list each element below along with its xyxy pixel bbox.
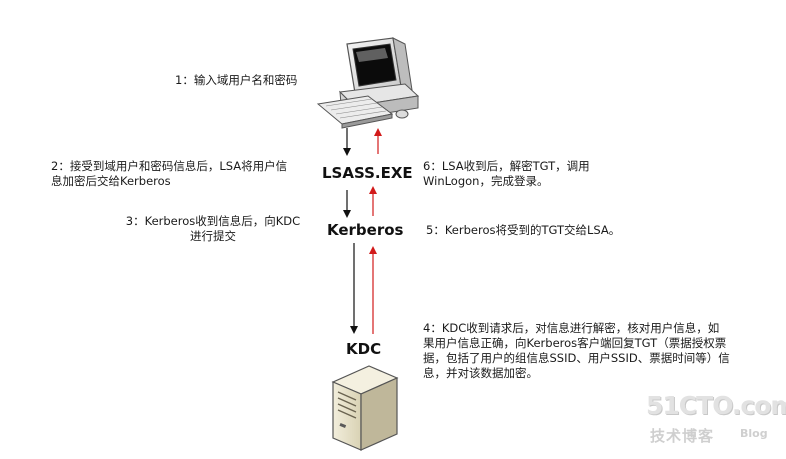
watermark-sub: 技术博客 xyxy=(650,427,715,445)
step-2-text: 2：接受到域用户和密码信息后，LSA将用户信 息加密后交给Kerberos xyxy=(51,159,288,188)
step-3-text: 3：Kerberos收到信息后，向KDC 进行提交 xyxy=(125,214,301,243)
step-1-text: 1：输入域用户名和密码 xyxy=(175,73,298,87)
step-4-text: 4：KDC收到请求后，对信息进行解密，核对用户信息，如 果用户信息正确，向Ker… xyxy=(423,321,730,380)
lsass-label: LSASS.EXE xyxy=(322,164,413,182)
server-icon xyxy=(331,365,399,451)
step-5-text: 5：Kerberos将受到的TGT交给LSA。 xyxy=(426,223,621,237)
watermark-blog: Blog xyxy=(740,427,768,440)
kdc-label: KDC xyxy=(346,340,382,358)
watermark-site: 51CTO.com xyxy=(646,391,786,420)
step-6-text: 6：LSA收到后，解密TGT，调用 WinLogon，完成登录。 xyxy=(423,159,590,188)
workstation-icon xyxy=(316,37,420,129)
kerberos-label: Kerberos xyxy=(327,221,404,239)
